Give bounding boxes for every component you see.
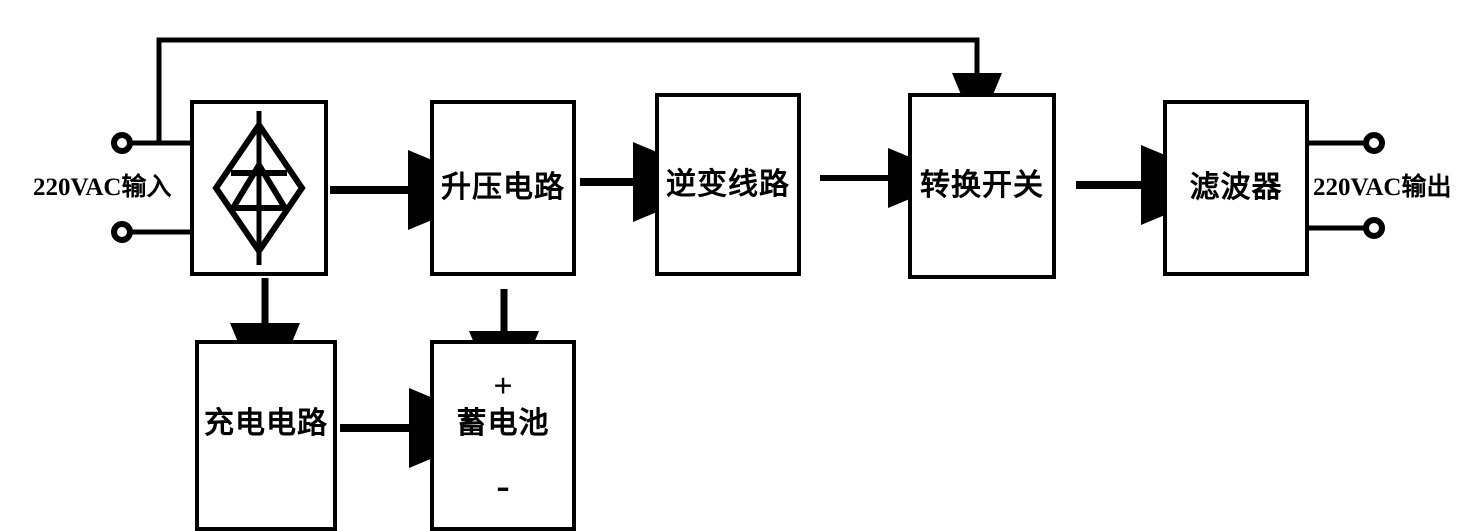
output-terminal-top [1363, 132, 1385, 154]
input-terminal-top [111, 132, 133, 154]
battery-positive-sign-row: + [434, 370, 572, 404]
block-label-inverter-circuit: 逆变线路 [666, 167, 790, 201]
bypass-path [156, 37, 1002, 143]
block-label-boost-circuit: 升压电路 [441, 171, 565, 204]
block-filter[interactable]: 滤波器 [1163, 100, 1309, 276]
block-label-filter: 滤波器 [1189, 171, 1283, 204]
block-inverter-circuit[interactable]: 逆变线路 [655, 93, 801, 276]
block-label-battery: 蓄电池 [456, 406, 550, 440]
battery-negative-sign: - [496, 463, 510, 508]
block-rectifier[interactable] [190, 100, 328, 276]
block-label-charging-circuit: 充电电路 [204, 406, 328, 440]
block-charging-circuit[interactable]: 充电电路 [195, 340, 337, 531]
output-label: 220VAC输出 [1313, 174, 1452, 201]
input-terminal-bottom [111, 221, 133, 243]
battery-negative-sign-row: - [434, 466, 572, 506]
output-wires [1308, 132, 1385, 239]
block-boost-circuit[interactable]: 升压电路 [430, 100, 576, 276]
block-transfer-switch[interactable]: 转换开关 [908, 93, 1056, 279]
block-label-transfer-switch: 转换开关 [920, 169, 1044, 202]
rectifier-diode-symbol [212, 111, 306, 265]
block-battery[interactable]: + 蓄电池 - [430, 340, 576, 531]
battery-positive-sign: + [493, 368, 513, 405]
input-label: 220VAC输入 [33, 174, 172, 201]
input-wires [111, 132, 192, 243]
output-terminal-bottom [1363, 217, 1385, 239]
